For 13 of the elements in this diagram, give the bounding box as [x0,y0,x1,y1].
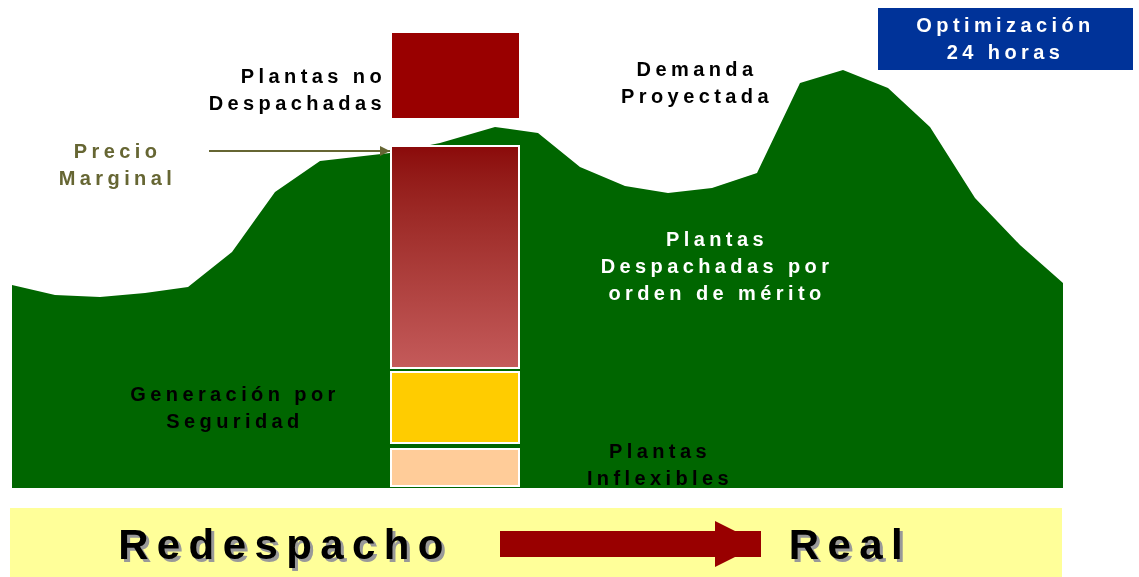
text-label: Generación por Seguridad [129,382,341,434]
node-label: Precio Marginal [30,134,205,196]
banner [10,508,1062,577]
text-label: Plantas no Despachadas [207,64,386,116]
arrow [500,521,761,567]
text-label: Plantas Inflexibles [585,439,735,491]
bar-segment [392,33,519,118]
area-label: Plantas Despachadas por orden de mérito [599,227,835,306]
title-box: Optimización 24 horas [878,8,1133,70]
banner-label: Real [765,518,935,570]
area-label: Demanda Proyectada [620,57,774,109]
arrow [208,146,391,156]
banner-label: Redespacho [70,518,500,570]
